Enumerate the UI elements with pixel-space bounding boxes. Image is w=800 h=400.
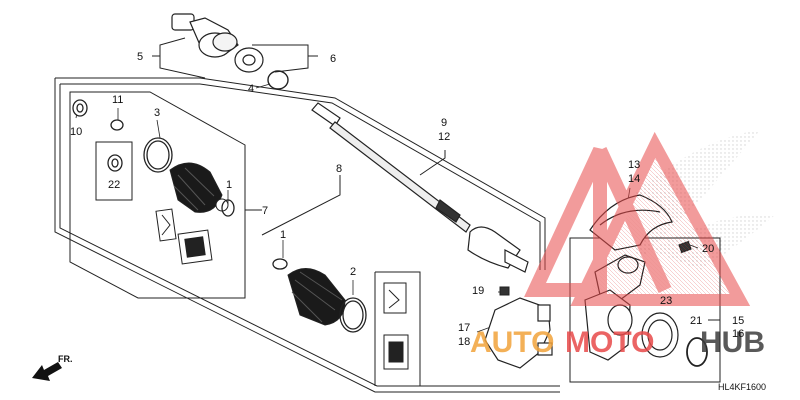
callout-21: 21 — [690, 315, 702, 327]
callout-22: 22 — [108, 179, 120, 191]
watermark-text: AUTO MOTO HUB — [470, 326, 765, 359]
callout-23: 23 — [660, 295, 672, 307]
group-brackets — [54, 37, 721, 393]
boot-band-2 — [339, 297, 367, 333]
callout-labels: 5 6 4 11 3 10 22 1 7 8 1 2 9 12 13 14 20… — [70, 51, 744, 348]
callout-2: 2 — [350, 266, 356, 278]
circlip-4 — [267, 70, 289, 90]
watermark-graphic — [524, 131, 751, 306]
outer-cv-joint — [171, 13, 239, 58]
callout-5: 5 — [137, 51, 143, 63]
boot-band-1b — [272, 258, 288, 270]
boot-band-3 — [143, 137, 173, 173]
bolt-19 — [499, 286, 510, 296]
callout-13: 13 — [628, 159, 640, 171]
callout-16: 16 — [732, 328, 744, 340]
callout-18: 18 — [458, 336, 470, 348]
callout-4: 4 — [248, 83, 254, 95]
watermark-part1: AUTO — [470, 326, 554, 359]
skid-plate-17-18 — [484, 297, 553, 369]
boot-band-1a — [221, 199, 235, 217]
grease-packs-a — [155, 208, 213, 265]
front-label: FR. — [58, 354, 73, 364]
boot-upper — [169, 162, 229, 213]
callout-20: 20 — [702, 243, 714, 255]
callout-11: 11 — [112, 94, 123, 106]
diagram-code: HL4KF1600 — [718, 382, 766, 392]
watermark-part2: MOTO — [565, 326, 654, 359]
boot-lower — [287, 268, 346, 326]
callout-12: 12 — [438, 131, 450, 143]
snap-ring-15-16 — [686, 337, 708, 367]
callout-1-upper: 1 — [226, 179, 232, 191]
callout-1-lower: 1 — [280, 229, 286, 241]
callout-19: 19 — [472, 285, 484, 297]
callout-17: 17 — [458, 322, 470, 334]
callout-3: 3 — [154, 107, 160, 119]
callout-14: 14 — [628, 173, 640, 185]
grease-packs-b — [383, 282, 409, 370]
callout-6: 6 — [330, 53, 336, 65]
front-direction-arrow: FR. — [32, 354, 73, 381]
callout-15: 15 — [732, 315, 744, 327]
callout-7: 7 — [262, 205, 268, 217]
bearing-21 — [641, 312, 679, 358]
callout-10: 10 — [70, 126, 82, 138]
callout-9: 9 — [441, 117, 447, 129]
drive-shaft — [311, 102, 529, 273]
small-rings — [72, 99, 124, 172]
watermark-part3: HUB — [700, 326, 765, 359]
callout-8: 8 — [336, 163, 342, 175]
bearing-cage — [234, 47, 264, 73]
